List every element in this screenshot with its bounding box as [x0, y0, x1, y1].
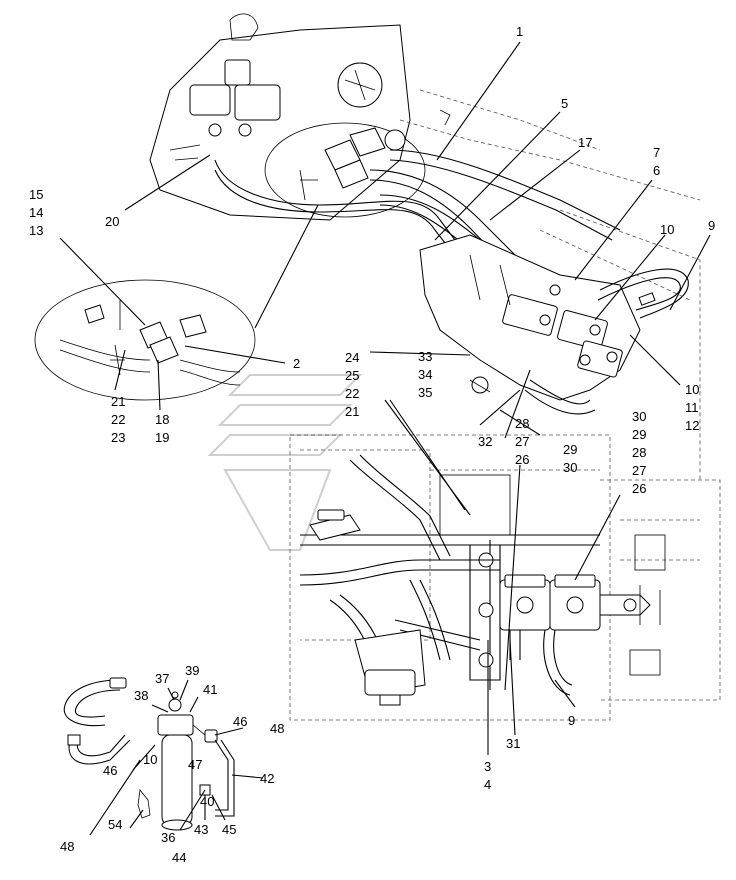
callout-37: 37 — [155, 671, 169, 686]
callout-18: 18 — [155, 412, 169, 427]
lower-hose-routing — [299, 454, 500, 681]
callout-54: 54 — [108, 817, 122, 832]
callout-28: 28 — [632, 445, 646, 460]
callout-36: 36 — [161, 830, 175, 845]
callout-48: 48 — [270, 721, 284, 736]
callout-19: 19 — [155, 430, 169, 445]
callout-44: 44 — [172, 850, 186, 865]
lower-ellipse-fittings — [59, 300, 241, 386]
upper-machine-frame — [149, 13, 701, 221]
callout-10: 10 — [660, 222, 674, 237]
callout-45: 45 — [222, 822, 236, 837]
callout-47: 47 — [188, 757, 202, 772]
main-hose-bundle — [214, 149, 621, 326]
callout-9: 9 — [708, 218, 715, 233]
callout-27: 27 — [515, 434, 529, 449]
callout-5: 5 — [561, 96, 568, 111]
callout-21: 21 — [111, 394, 125, 409]
callout-46: 46 — [233, 714, 247, 729]
callout-1: 1 — [516, 24, 523, 39]
callout-22: 22 — [345, 386, 359, 401]
callout-12: 12 — [685, 418, 699, 433]
upper-ellipse-fittings — [299, 127, 406, 201]
callout-10: 10 — [685, 382, 699, 397]
detail-ellipse-upper — [264, 122, 426, 218]
callout-26: 26 — [515, 452, 529, 467]
callout-22: 22 — [111, 412, 125, 427]
callout-3: 3 — [484, 759, 491, 774]
valve-block-assembly — [419, 234, 641, 415]
callout-29: 29 — [632, 427, 646, 442]
callout-26: 26 — [632, 481, 646, 496]
detail-ellipse-lower — [34, 279, 256, 401]
hose-9-upper — [597, 268, 689, 319]
callout-24: 24 — [345, 350, 359, 365]
callout-9: 9 — [568, 713, 575, 728]
pump-pair — [499, 574, 661, 696]
callout-48: 48 — [60, 839, 74, 854]
callout-28: 28 — [515, 416, 529, 431]
callout-20: 20 — [105, 214, 119, 229]
callout-32: 32 — [478, 434, 492, 449]
callout-41: 41 — [203, 682, 217, 697]
callout-23: 23 — [111, 430, 125, 445]
callout-39: 39 — [185, 663, 199, 678]
callout-15: 15 — [29, 187, 43, 202]
callout-40: 40 — [200, 794, 214, 809]
callout-46: 46 — [103, 763, 117, 778]
callout-6: 6 — [653, 163, 660, 178]
detail-connector-line — [254, 204, 319, 329]
callout-11: 11 — [685, 400, 699, 415]
callout-38: 38 — [134, 688, 148, 703]
callout-4: 4 — [484, 777, 491, 792]
callout-27: 27 — [632, 463, 646, 478]
watermark-logo — [207, 374, 363, 551]
callout-2: 2 — [293, 356, 300, 371]
callout-10: 10 — [143, 752, 157, 767]
callout-29: 29 — [563, 442, 577, 457]
callout-13: 13 — [29, 223, 43, 238]
right-frame-outline — [539, 209, 721, 701]
callout-30: 30 — [563, 460, 577, 475]
callout-42: 42 — [260, 771, 274, 786]
lower-actuator — [309, 509, 426, 706]
callout-34: 34 — [418, 367, 432, 382]
callout-33: 33 — [418, 349, 432, 364]
callout-17: 17 — [578, 135, 592, 150]
callout-43: 43 — [194, 822, 208, 837]
callout-35: 35 — [418, 385, 432, 400]
callout-labels: 1 5 17 7 6 10 9 15 14 13 20 2 24 25 22 2… — [29, 24, 715, 865]
callout-31: 31 — [506, 736, 520, 751]
callout-14: 14 — [29, 205, 43, 220]
callout-25: 25 — [345, 368, 359, 383]
filter-assembly — [63, 677, 235, 831]
callout-30: 30 — [632, 409, 646, 424]
leader-lines — [59, 41, 711, 836]
callout-7: 7 — [653, 145, 660, 160]
callout-21: 21 — [345, 404, 359, 419]
